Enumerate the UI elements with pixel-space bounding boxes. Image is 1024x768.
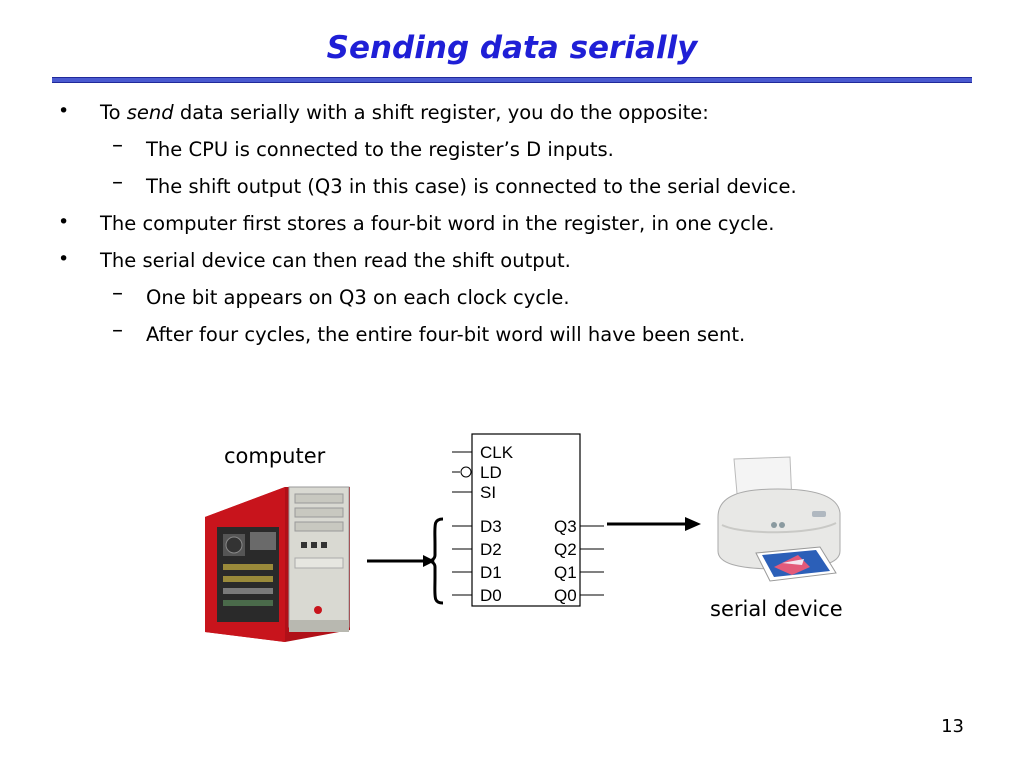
bullet-item: The serial device can then read the shif…: [58, 246, 978, 274]
shift-register: CLK LD SI D3 D2 D1 D0 Q3 Q2 Q1 Q0: [452, 433, 604, 607]
sub-bullet-item: After four cycles, the entire four-bit w…: [58, 318, 978, 348]
pin-label-d2: D2: [480, 540, 502, 559]
bullet-item: The computer first stores a four-bit wor…: [58, 209, 978, 237]
computer-label: computer: [224, 444, 326, 468]
output-arrow: [607, 517, 701, 531]
pin-label-si: SI: [480, 483, 496, 502]
bullet-text: To: [100, 101, 127, 124]
pin-label-q2: Q2: [554, 540, 577, 559]
serial-device-label: serial device: [710, 597, 843, 621]
sub-bullet-item: The CPU is connected to the register’s D…: [58, 133, 978, 163]
bullet-text: data serially with a shift register, you…: [173, 101, 709, 124]
title-divider: [52, 77, 972, 83]
bullet-emphasis: send: [126, 101, 174, 124]
printer-icon: [717, 456, 841, 582]
pin-label-d0: D0: [480, 586, 502, 605]
sub-bullet-item: One bit appears on Q3 on each clock cycl…: [58, 281, 978, 311]
page-number: 13: [941, 716, 964, 737]
pin-label-q1: Q1: [554, 563, 577, 582]
bullet-list: To send data serially with a shift regis…: [58, 98, 978, 359]
input-arrow: [367, 517, 444, 605]
slide-title: Sending data serially: [326, 30, 698, 66]
pin-label-ld: LD: [480, 463, 502, 482]
pin-label-q3: Q3: [554, 517, 577, 536]
pin-label-d3: D3: [480, 517, 502, 536]
pin-label-q0: Q0: [554, 586, 577, 605]
bullet-item: To send data serially with a shift regis…: [58, 98, 978, 126]
desktop-tower-icon: [205, 486, 350, 642]
pin-label-clk: CLK: [480, 443, 514, 462]
sub-bullet-item: The shift output (Q3 in this case) is co…: [58, 170, 978, 200]
pin-label-d1: D1: [480, 563, 502, 582]
